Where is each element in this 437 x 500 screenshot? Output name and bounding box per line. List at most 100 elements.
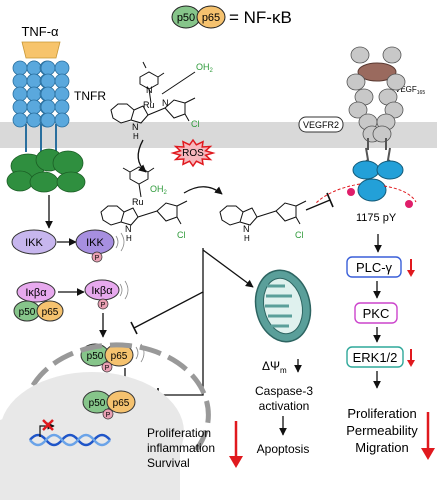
ru-n-label-top: N	[146, 85, 153, 95]
to-mitochondria-arrow	[202, 249, 254, 288]
membrane-potential-label: ΔΨm	[262, 359, 287, 375]
ikk-active: IKK P	[75, 229, 125, 263]
tnfr-domain	[40, 86, 56, 102]
free-p50: p50	[87, 351, 104, 362]
ros-label: ROS	[182, 148, 204, 159]
vegf-outcome-decrease-arrow	[421, 412, 435, 460]
vegf-label: VEGF165	[395, 85, 425, 96]
ikba-label: Iκβα	[25, 287, 47, 299]
phosphotyrosine-dot-2	[405, 200, 413, 208]
phosphotyrosine-dot-1	[347, 188, 355, 196]
vegfr2-ig-domain	[350, 46, 370, 64]
legend-p65: p65	[202, 12, 220, 24]
tnfr-domain	[12, 99, 28, 115]
nucleus-outcome-3: Survival	[147, 456, 190, 470]
pkc-box: PKC	[354, 302, 398, 324]
tnfr-domain	[54, 86, 70, 102]
vegfr2-kinase-domain	[314, 147, 417, 208]
ikba-nfkb-complex: Iκβα p50 p65	[13, 281, 64, 322]
nh-h-label-2: H	[126, 234, 132, 243]
ikk-phospho: P	[95, 255, 100, 262]
vegfr2-ig-domain	[346, 73, 366, 91]
vegfr2-label-box: VEGFR2	[298, 116, 344, 133]
nucleus-outcome-2: inflammation	[147, 441, 215, 455]
vegf-ligand: VEGF165	[357, 62, 425, 96]
erk-box: ERK1/2	[346, 346, 404, 368]
plc-gamma-box: PLC-γ	[346, 256, 402, 278]
tnfr-domain	[54, 60, 70, 76]
vegfr2-extracellular	[346, 46, 406, 150]
ikk-inactive: IKK	[11, 229, 57, 255]
ikk-active-label: IKK	[86, 237, 104, 249]
ruthenium-compound	[110, 61, 196, 124]
erk-decrease-arrow	[407, 349, 415, 367]
tnf-receptor: TNF-α TNFR	[6, 24, 106, 193]
tnfr-domain	[26, 99, 42, 115]
ikk-label: IKK	[25, 237, 43, 249]
vegf-outcome-2: Permeability	[346, 423, 418, 438]
ikba-p-label: Iκβα	[91, 285, 113, 297]
apoptosis-label: Apoptosis	[257, 442, 310, 456]
tnfr-domain	[26, 73, 42, 89]
vegfr2-ig-domain	[348, 101, 368, 119]
vegfr2-ig-domain	[386, 73, 406, 91]
inhibit-ikba-bar	[130, 321, 138, 335]
cl-label-1: Cl	[191, 119, 200, 129]
oh2-label-2: OH2	[150, 184, 168, 196]
nuclear-phospho: P	[106, 412, 111, 419]
transcription-blocked-icon	[42, 419, 54, 431]
oh2-label-1: OH2	[196, 62, 214, 74]
nh-label-1: N	[132, 122, 139, 132]
free-p65: p65	[111, 351, 128, 362]
cl-label-3: Cl	[295, 230, 304, 240]
legend-p50: p50	[177, 12, 195, 24]
tnfr-intracellular-domain	[6, 148, 86, 193]
nuclear-p50: p50	[89, 398, 106, 409]
tnfr-domain	[54, 99, 70, 115]
tnf-alpha-ligand	[21, 41, 61, 59]
ikba-phosphorylated: Iκβα P	[84, 279, 129, 310]
cl-label-2: Cl	[177, 230, 186, 240]
nfkb-outcome-decrease-arrow	[229, 421, 243, 468]
nh-label-3: N	[243, 224, 250, 234]
tnfr-domain	[54, 112, 70, 128]
inhibit-ikba-line	[133, 248, 204, 329]
ikba-phospho: P	[101, 302, 106, 309]
free-nfkb-phospho: P	[105, 365, 110, 372]
mitochondrion-icon	[254, 269, 312, 343]
tnfr-domain	[40, 60, 56, 76]
ruthenium-compound-aqua	[100, 166, 188, 226]
inhibit-vegfr2-bar	[326, 192, 334, 208]
ros-burst: ROS	[170, 138, 216, 168]
vegf-outcome-1: Proliferation	[347, 406, 416, 421]
tnfr-domain	[26, 60, 42, 76]
tnfr-domain	[26, 112, 42, 128]
tnfr-label: TNFR	[74, 89, 106, 103]
tnfr-domain	[40, 99, 56, 115]
ru-water-bond	[161, 71, 196, 95]
pyrazole-n-label: N	[162, 98, 169, 108]
tnfr-domain	[40, 112, 56, 128]
nh-label-2: N	[125, 224, 132, 234]
nfkb-legend: p50 p65 = NF-κB	[171, 5, 292, 29]
plc-decrease-arrow	[407, 259, 415, 277]
ligand-release-arrow	[183, 186, 223, 195]
nucleus-outcome-1: Proliferation	[147, 426, 211, 440]
nuclear-p65: p65	[113, 398, 130, 409]
tnfr-domain	[26, 86, 42, 102]
inhibit-nfkb-line	[158, 292, 204, 396]
vegfr2-ig-domain	[372, 125, 392, 143]
nh-h-label-1: H	[133, 132, 139, 141]
vegfr2-label: VEGFR2	[303, 120, 339, 130]
tnfr-domain	[54, 73, 70, 89]
tnfr-domain	[40, 73, 56, 89]
legend-nfkb-label: = NF-κB	[229, 8, 292, 27]
tnf-alpha-label: TNF-α	[21, 24, 59, 39]
tnfr-domain	[12, 112, 28, 128]
tnfr-domain	[12, 86, 28, 102]
dna-icon	[29, 433, 111, 447]
free-ligand	[219, 200, 307, 226]
complex-p50: p50	[19, 307, 36, 318]
